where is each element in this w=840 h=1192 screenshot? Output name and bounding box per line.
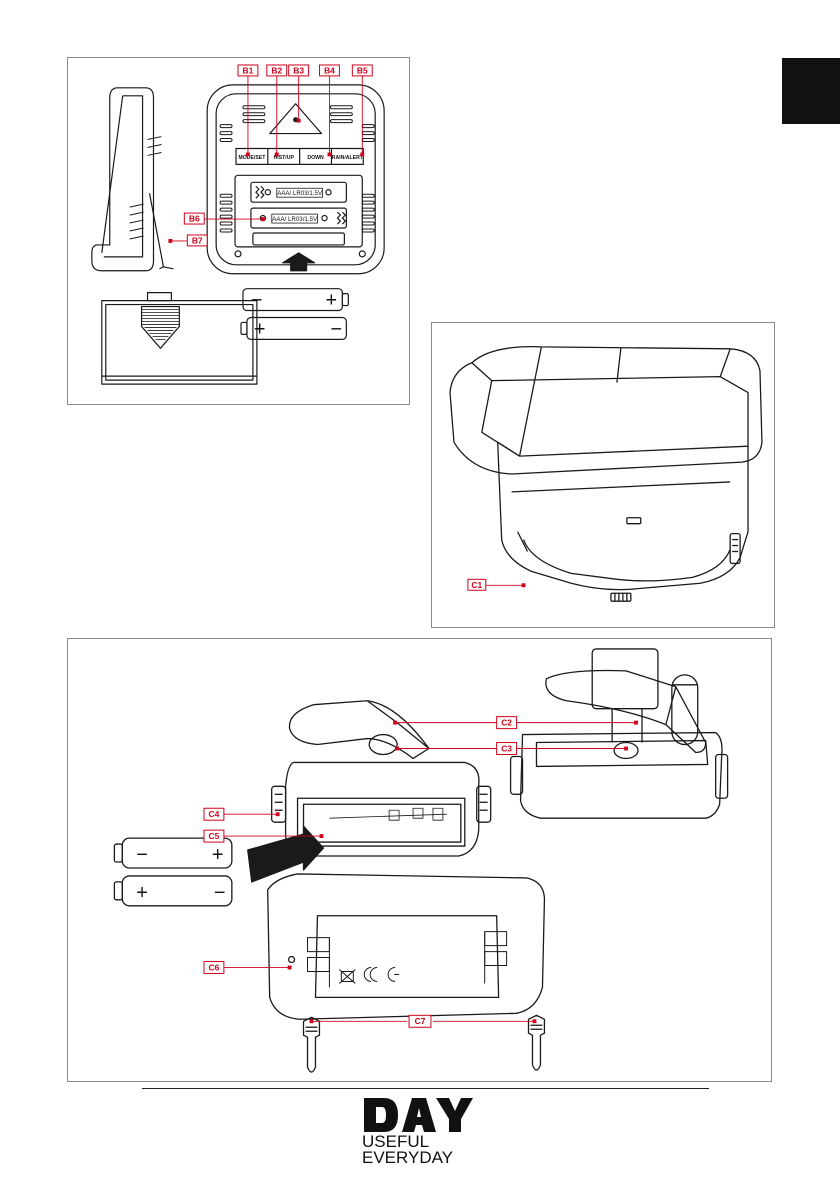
callout-c7: C7 — [415, 1016, 426, 1026]
brand-tagline-line-2: EVERYDAY — [362, 1150, 482, 1166]
language-tab-marker — [782, 58, 840, 124]
aa-battery-minus-sign: − — [214, 882, 226, 904]
battery-plus-sign: + — [254, 318, 266, 340]
figure-c-sensor-housing: C1 — [431, 322, 775, 628]
figure-b-drawing: MODE/SET HIST/UP DOWN RAIN/ALERT AAA/ LR… — [68, 58, 409, 404]
callout-c5: C5 — [209, 831, 220, 841]
battery-slot-label-2: AAA/ LR03/1.5V — [272, 216, 318, 223]
day-logo-wordmark — [362, 1097, 474, 1133]
brand-logo: USEFUL EVERYDAY — [362, 1097, 482, 1192]
battery-minus-sign: − — [330, 318, 342, 340]
button-label-mode-set: MODE/SET — [238, 155, 266, 161]
footer-divider — [142, 1088, 709, 1089]
callout-b1: B1 — [243, 65, 254, 75]
callout-c2: C2 — [501, 718, 512, 728]
battery-minus-sign: − — [251, 290, 263, 312]
figure-b-display-unit: MODE/SET HIST/UP DOWN RAIN/ALERT AAA/ LR… — [67, 57, 410, 405]
figure-c-drawing: C1 — [432, 323, 774, 627]
callout-c6: C6 — [209, 963, 220, 973]
callout-c3: C3 — [501, 743, 512, 753]
callout-b3: B3 — [293, 65, 304, 75]
callout-c4: C4 — [209, 809, 220, 819]
button-label-rain-alert: RAIN/ALERT — [332, 155, 364, 161]
callout-b2: B2 — [271, 65, 282, 75]
callout-b7: B7 — [192, 235, 203, 245]
battery-plus-sign: + — [325, 290, 337, 312]
figure-d-drawing: − + + − C2 C3 C4 C5 C6 C7 — [68, 639, 771, 1081]
figure-d-sensor-assembly: − + + − C2 C3 C4 C5 C6 C7 — [67, 638, 772, 1082]
callout-b6: B6 — [189, 214, 200, 224]
aa-battery-plus-sign: + — [136, 882, 148, 904]
button-label-down: DOWN — [307, 155, 324, 161]
callout-b4: B4 — [324, 65, 335, 75]
battery-slot-label-1: AAA/ LR03/1.5V — [277, 190, 323, 197]
aa-battery-minus-sign: − — [136, 844, 148, 866]
callout-b5: B5 — [357, 65, 368, 75]
callout-c1: C1 — [471, 580, 482, 590]
aa-battery-plus-sign: + — [212, 844, 224, 866]
